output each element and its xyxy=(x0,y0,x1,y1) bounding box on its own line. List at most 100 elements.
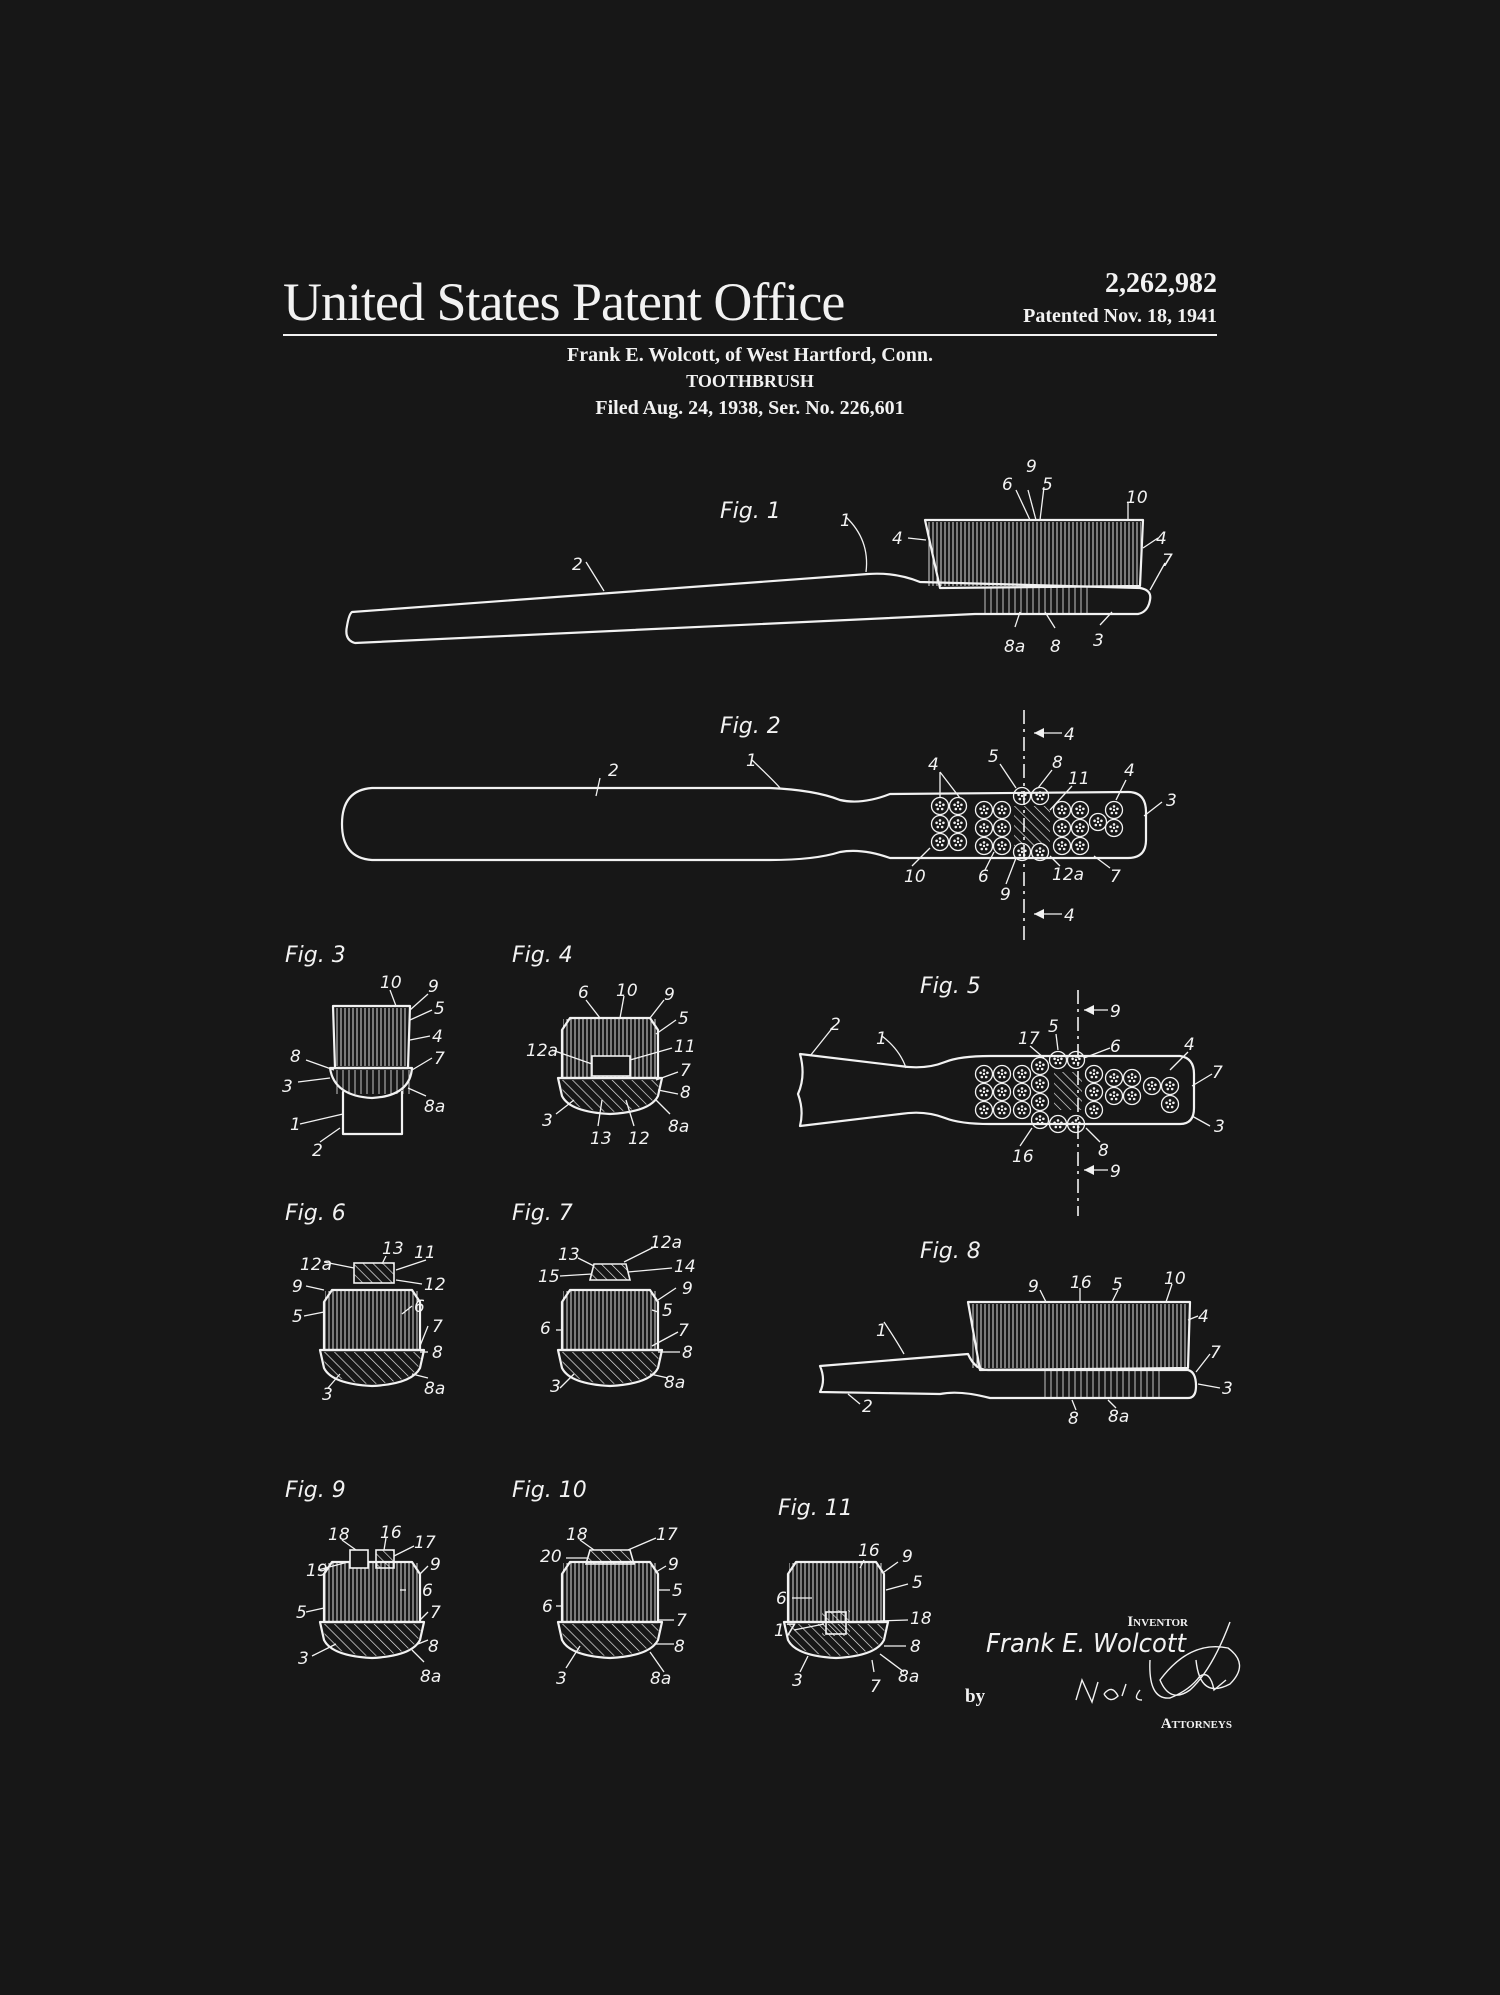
ref-12: 12 xyxy=(628,1129,650,1149)
ref-18: 18 xyxy=(328,1525,350,1545)
figure-10-label: Fig. 10 xyxy=(512,1478,587,1503)
ref-9: 9 xyxy=(668,1555,679,1575)
ref-5: 5 xyxy=(1048,1017,1059,1037)
ref-8a: 8a xyxy=(650,1669,671,1689)
section-mark-9: 9 xyxy=(1110,1002,1121,1022)
ref-6: 6 xyxy=(1110,1037,1121,1057)
ref-7: 7 xyxy=(1110,867,1121,887)
ref-10: 10 xyxy=(616,981,638,1001)
ref-9: 9 xyxy=(428,977,439,997)
figure-2: Fig. 2 4 4 1 2 4 5 8 11 4 3 10 6 9 12a 7 xyxy=(340,710,1177,940)
ref-8: 8 xyxy=(432,1343,443,1363)
ref-9: 9 xyxy=(430,1555,441,1575)
ref-2: 2 xyxy=(862,1397,873,1417)
ref-3: 3 xyxy=(556,1669,567,1689)
figure-4: Fig. 4 6 10 9 5 12a 11 7 8 3 13 12 8a xyxy=(512,943,696,1149)
ref-9: 9 xyxy=(664,985,675,1005)
ref-7: 7 xyxy=(1162,551,1173,571)
ref-11: 11 xyxy=(1068,769,1090,789)
section-mark-9: 9 xyxy=(1110,1162,1121,1182)
signature-block: Inventor Frank E. Wolcott by Attorneys xyxy=(965,1614,1241,1732)
ref-10: 10 xyxy=(1126,488,1148,508)
ref-10: 10 xyxy=(904,867,926,887)
ref-1: 1 xyxy=(876,1321,887,1341)
ref-8a: 8a xyxy=(1004,637,1025,657)
ref-2: 2 xyxy=(572,555,583,575)
filed-line: Filed Aug. 24, 1938, Ser. No. 226,601 xyxy=(595,397,904,419)
ref-4: 4 xyxy=(1198,1307,1209,1327)
by-label: by xyxy=(965,1686,986,1707)
ref-7: 7 xyxy=(432,1317,443,1337)
figure-5-label: Fig. 5 xyxy=(920,974,981,999)
invention-name: TOOTHBRUSH xyxy=(686,371,814,391)
figure-3-label: Fig. 3 xyxy=(285,943,346,968)
ref-14: 14 xyxy=(674,1257,696,1277)
ref-8a: 8a xyxy=(1108,1407,1129,1427)
attorney-signature xyxy=(1075,1659,1227,1704)
ref-8: 8 xyxy=(1050,637,1061,657)
ref-12: 12 xyxy=(424,1275,446,1295)
figure-11: Fig. 11 16 9 6 5 17 18 3 7 8 8a xyxy=(774,1496,932,1697)
ref-12a: 12a xyxy=(526,1041,558,1061)
ref-18: 18 xyxy=(910,1609,932,1629)
ref-7: 7 xyxy=(678,1321,689,1341)
ref-8a: 8a xyxy=(898,1667,919,1687)
handle-side-view xyxy=(345,572,1152,645)
ref-3: 3 xyxy=(1166,791,1177,811)
ref-8: 8 xyxy=(1098,1141,1109,1161)
figure-6: Fig. 6 13 11 12a 9 12 5 6 7 8 3 8a xyxy=(285,1201,446,1405)
section-mark-4: 4 xyxy=(1064,906,1075,926)
ref-8a: 8a xyxy=(424,1379,445,1399)
ref-4: 4 xyxy=(892,529,903,549)
ref-1: 1 xyxy=(746,751,757,771)
ref-5: 5 xyxy=(672,1581,683,1601)
ref-8: 8 xyxy=(680,1083,691,1103)
ref-7: 7 xyxy=(430,1603,441,1623)
figure-1: Fig. 1 9 6 5 10 1 4 4 7 2 8a 8 3 xyxy=(345,457,1173,657)
figure-9-label: Fig. 9 xyxy=(285,1478,346,1503)
ref-7: 7 xyxy=(676,1611,687,1631)
section-mark-4: 4 xyxy=(1064,725,1075,745)
ref-9: 9 xyxy=(1026,457,1037,477)
ref-3: 3 xyxy=(322,1385,333,1405)
ref-10: 10 xyxy=(1164,1269,1186,1289)
ref-4: 4 xyxy=(432,1027,443,1047)
figure-9: Fig. 9 18 16 17 19 9 6 5 7 3 8 8a xyxy=(285,1478,441,1687)
inventor-line: Frank E. Wolcott, of West Hartford, Conn… xyxy=(567,344,933,366)
ref-8: 8 xyxy=(428,1637,439,1657)
ref-6: 6 xyxy=(414,1297,425,1317)
ref-8: 8 xyxy=(290,1047,301,1067)
ref-8a: 8a xyxy=(664,1373,685,1393)
ref-1: 1 xyxy=(840,511,851,531)
ref-3: 3 xyxy=(542,1111,553,1131)
figure-7: Fig. 7 13 12a 15 14 9 5 6 7 8 3 8a xyxy=(512,1201,696,1397)
figure-1-label: Fig. 1 xyxy=(720,499,781,524)
ref-6: 6 xyxy=(1002,475,1013,495)
ref-7: 7 xyxy=(870,1677,881,1697)
ref-11: 11 xyxy=(414,1243,436,1263)
ref-9: 9 xyxy=(682,1279,693,1299)
ref-4: 4 xyxy=(1184,1035,1195,1055)
ref-9: 9 xyxy=(1000,885,1011,905)
figure-8: Fig. 8 9 16 5 10 4 7 1 3 2 8 8a xyxy=(818,1239,1233,1429)
ref-8a: 8a xyxy=(424,1097,445,1117)
ref-5: 5 xyxy=(296,1603,307,1623)
patent-number: 2,262,982 xyxy=(1105,268,1217,299)
inventor-label: Inventor xyxy=(1127,1614,1189,1630)
ref-3: 3 xyxy=(1093,631,1104,651)
ref-13: 13 xyxy=(590,1129,612,1149)
ref-8: 8 xyxy=(1052,753,1063,773)
ref-13: 13 xyxy=(558,1245,580,1265)
ref-1: 1 xyxy=(290,1115,301,1135)
ref-9: 9 xyxy=(292,1277,303,1297)
ref-5: 5 xyxy=(662,1301,673,1321)
ref-5: 5 xyxy=(1042,475,1053,495)
figure-5: Fig. 5 9 9 2 1 17 5 6 4 7 3 16 8 xyxy=(796,974,1225,1216)
ref-6: 6 xyxy=(978,867,989,887)
ref-10: 10 xyxy=(380,973,402,993)
ref-5: 5 xyxy=(1112,1275,1123,1295)
ref-3: 3 xyxy=(298,1649,309,1669)
ref-7: 7 xyxy=(680,1061,691,1081)
ref-5: 5 xyxy=(988,747,999,767)
